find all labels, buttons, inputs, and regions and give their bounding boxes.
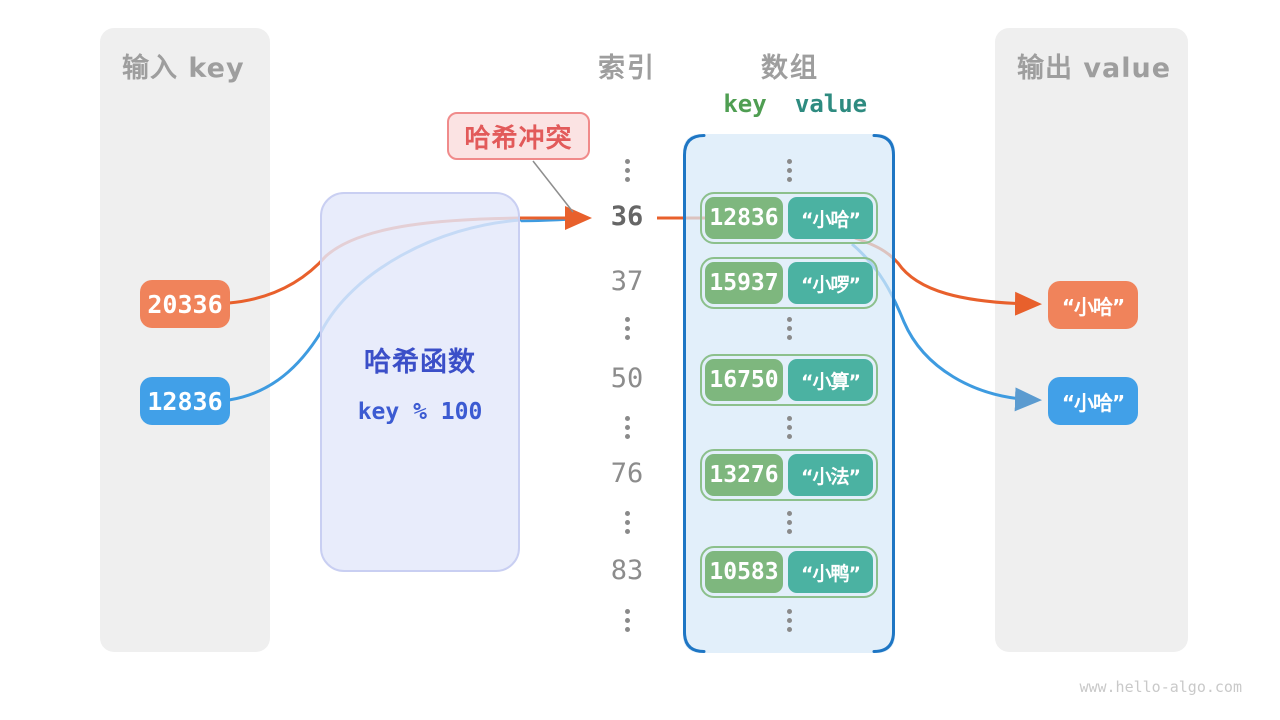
hash-function-box: 哈希函数 key % 100 bbox=[320, 192, 520, 572]
ellipsis-dots bbox=[786, 416, 792, 439]
array-row: 10583 “小鸭” bbox=[700, 546, 878, 598]
row-key: 10583 bbox=[705, 551, 783, 593]
ellipsis-dots bbox=[786, 609, 792, 632]
index-83: 83 bbox=[610, 555, 644, 586]
row-value: “小哈” bbox=[788, 197, 873, 239]
row-value: “小算” bbox=[788, 359, 873, 401]
ellipsis-dots bbox=[624, 159, 630, 182]
ellipsis-dots bbox=[624, 511, 630, 534]
array-row: 16750 “小算” bbox=[700, 354, 878, 406]
array-panel-brackets bbox=[683, 134, 895, 653]
input-key-20336: 20336 bbox=[140, 280, 230, 328]
output-value-blue: “小哈” bbox=[1048, 377, 1138, 425]
ellipsis-dots bbox=[624, 609, 630, 632]
ellipsis-dots bbox=[786, 511, 792, 534]
ellipsis-dots bbox=[624, 416, 630, 439]
array-column-title: 数组 bbox=[761, 53, 819, 84]
output-panel: 输出 value bbox=[995, 28, 1188, 652]
index-column-title: 索引 bbox=[598, 53, 656, 84]
row-value: “小法” bbox=[788, 454, 873, 496]
collision-connector bbox=[532, 160, 574, 213]
output-panel-title: 输出 value bbox=[1017, 53, 1172, 84]
key-header: key bbox=[723, 90, 767, 118]
index-36: 36 bbox=[610, 201, 644, 232]
input-panel: 输入 key bbox=[100, 28, 270, 652]
hash-function-title: 哈希函数 bbox=[364, 346, 476, 378]
ellipsis-dots bbox=[786, 317, 792, 340]
array-row: 12836 “小哈” bbox=[700, 192, 878, 244]
array-row: 13276 “小法” bbox=[700, 449, 878, 501]
row-key: 12836 bbox=[705, 197, 783, 239]
index-76: 76 bbox=[610, 458, 644, 489]
row-key: 15937 bbox=[705, 262, 783, 304]
row-key: 13276 bbox=[705, 454, 783, 496]
index-37: 37 bbox=[610, 266, 644, 297]
input-panel-title: 输入 key bbox=[122, 53, 245, 84]
row-value: “小鸭” bbox=[788, 551, 873, 593]
watermark: www.hello-algo.com bbox=[1079, 678, 1242, 696]
row-value: “小啰” bbox=[788, 262, 873, 304]
hash-collision-label: 哈希冲突 bbox=[447, 112, 590, 160]
value-header: value bbox=[794, 90, 868, 118]
row-key: 16750 bbox=[705, 359, 783, 401]
ellipsis-dots bbox=[786, 159, 792, 182]
hash-function-formula: key % 100 bbox=[357, 398, 483, 425]
input-key-12836: 12836 bbox=[140, 377, 230, 425]
ellipsis-dots bbox=[624, 317, 630, 340]
array-row: 15937 “小啰” bbox=[700, 257, 878, 309]
output-value-orange: “小哈” bbox=[1048, 281, 1138, 329]
index-50: 50 bbox=[610, 363, 644, 394]
